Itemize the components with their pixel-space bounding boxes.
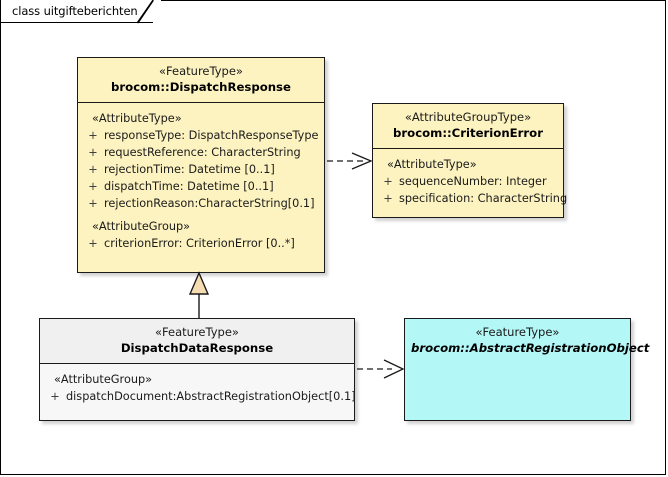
visibility-marker: + [383, 192, 393, 205]
class-name-label: brocom::AbstractRegistrationObject [411, 341, 650, 355]
attribute-row: + criterionError: CriterionError [0..*] [82, 235, 320, 252]
class-body-dispatch-data-response: «AttributeGroup» + dispatchDocument:Abst… [40, 364, 355, 411]
diagram-title: class uitgifteberichten [12, 4, 138, 18]
class-header-dispatch-data-response: «FeatureType» DispatchDataResponse [40, 319, 354, 364]
class-name-label: DispatchDataResponse [120, 341, 274, 355]
diagram-tab-corner-icon [137, 0, 161, 24]
visibility-marker: + [88, 237, 98, 250]
attribute-text: dispatchDocument:AbstractRegistrationObj… [66, 390, 356, 403]
attribute-row: + requestReference: CharacterString [82, 144, 320, 161]
attribute-text: criterionError: CriterionError [0..*] [104, 237, 295, 250]
attribute-group-label: «AttributeGroup» [92, 220, 191, 233]
visibility-marker: + [88, 129, 98, 142]
class-header-criterion-error: «AttributeGroupType» brocom::CriterionEr… [373, 104, 563, 149]
stereotype-label: «FeatureType» [155, 325, 239, 339]
attribute-row: + dispatchDocument:AbstractRegistrationO… [44, 388, 355, 405]
diagram-name-tab: class uitgifteberichten [1, 0, 153, 23]
attribute-row: + sequenceNumber: Integer [377, 173, 559, 190]
class-node-abstract-registration-object[interactable]: «FeatureType» brocom::AbstractRegistrati… [404, 318, 650, 421]
class-body-dispatch-response: «AttributeType» + responseType: Dispatch… [78, 103, 324, 258]
attribute-group-label: «AttributeGroup» [54, 373, 153, 386]
attribute-group-label: «AttributeType» [387, 158, 477, 171]
visibility-marker: + [50, 390, 60, 403]
stereotype-label: «AttributeGroupType» [404, 110, 532, 124]
attribute-text: dispatchTime: Datetime [0..1] [104, 180, 274, 193]
attribute-row: + rejectionTime: Datetime [0..1] [82, 161, 320, 178]
visibility-marker: + [383, 175, 393, 188]
attribute-text: rejectionReason:CharacterString[0.1] [104, 197, 315, 210]
class-name-label: brocom::DispatchResponse [111, 80, 291, 94]
stereotype-label: «FeatureType» [159, 64, 243, 78]
visibility-marker: + [88, 197, 98, 210]
attribute-row: + dispatchTime: Datetime [0..1] [82, 178, 320, 195]
class-node-criterion-error[interactable]: «AttributeGroupType» brocom::CriterionEr… [372, 103, 567, 218]
attribute-row: + specification: CharacterString [377, 190, 567, 207]
class-header-dispatch-response: «FeatureType» brocom::DispatchResponse [78, 58, 324, 103]
attribute-text: specification: CharacterString [399, 192, 568, 205]
attribute-row: + responseType: DispatchResponseType [82, 127, 320, 144]
attribute-text: requestReference: CharacterString [104, 146, 301, 159]
class-body-criterion-error: «AttributeType» + sequenceNumber: Intege… [373, 149, 567, 213]
attribute-text: sequenceNumber: Integer [399, 175, 547, 188]
attribute-text: responseType: DispatchResponseType [104, 129, 319, 142]
class-node-dispatch-response[interactable]: «FeatureType» brocom::DispatchResponse «… [77, 57, 325, 273]
class-header-abstract-registration-object: «FeatureType» brocom::AbstractRegistrati… [405, 319, 650, 364]
attribute-row: + rejectionReason:CharacterString[0.1] [82, 195, 320, 212]
attribute-group-label: «AttributeType» [92, 112, 182, 125]
visibility-marker: + [88, 146, 98, 159]
class-node-dispatch-data-response[interactable]: «FeatureType» DispatchDataResponse «Attr… [39, 318, 356, 421]
visibility-marker: + [88, 180, 98, 193]
visibility-marker: + [88, 163, 98, 176]
stereotype-label: «FeatureType» [475, 325, 560, 339]
attribute-text: rejectionTime: Datetime [0..1] [104, 163, 275, 176]
class-name-label: brocom::CriterionError [393, 126, 543, 140]
